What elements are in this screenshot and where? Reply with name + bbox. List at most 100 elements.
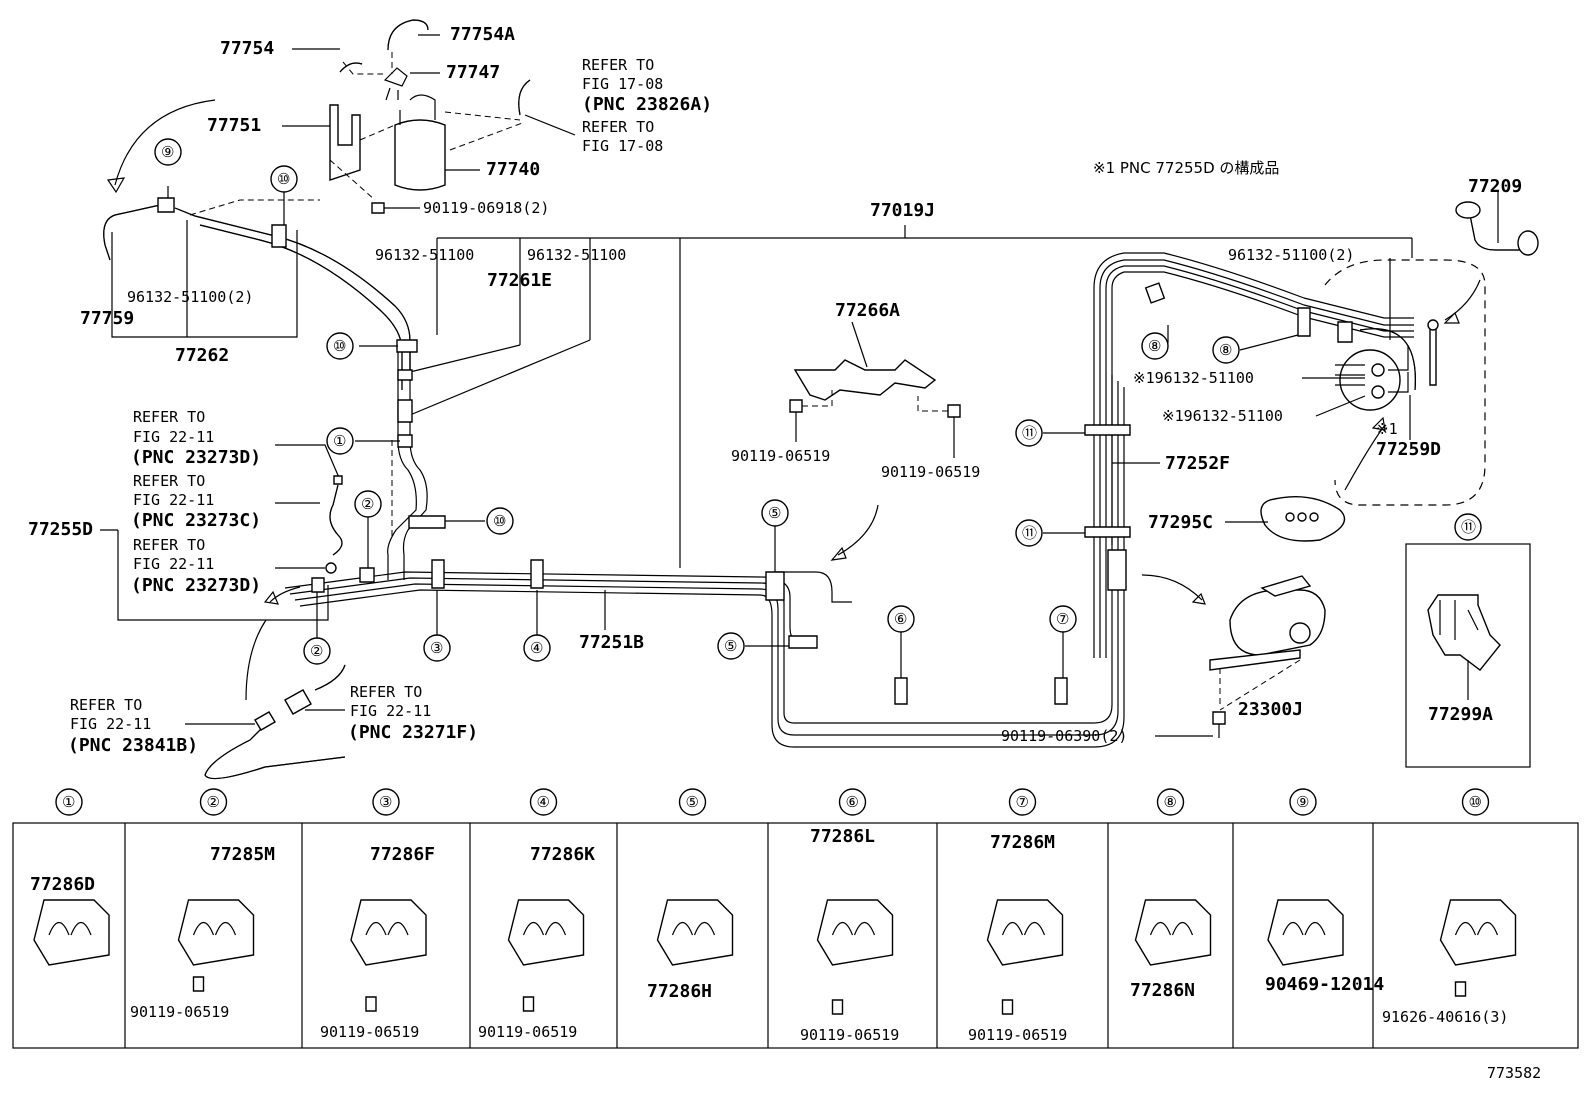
label-77295c: 77295C xyxy=(1148,512,1213,533)
label-77255d: 77255D xyxy=(28,519,93,540)
label-refer-1708-b: FIG 17-08 xyxy=(582,75,663,93)
label-pnc-23271f: (PNC 23271F) xyxy=(348,722,478,743)
vertical-pipe xyxy=(387,339,446,580)
table-part-2: 77285M xyxy=(210,844,275,865)
label-90119-06918: 90119-06918(2) xyxy=(423,199,549,217)
table-num-2: ② xyxy=(207,793,220,811)
label-refer-a1: REFER TO xyxy=(133,408,205,426)
label-refer-d2: FIG 22-11 xyxy=(70,715,151,733)
label-77740: 77740 xyxy=(486,159,540,180)
label-90119-06519-b: 90119-06519 xyxy=(881,463,980,481)
figure-id: 773582 xyxy=(1487,1064,1541,1082)
label-77252f: 77252F xyxy=(1165,453,1230,474)
label-77754: 77754 xyxy=(220,38,274,59)
table-bolt-3: 90119-06519 xyxy=(320,1023,419,1041)
label-90119-06390: 90119-06390(2) xyxy=(1001,727,1127,745)
table-part-9: 90469-12014 xyxy=(1265,974,1384,995)
table-bolt-4: 90119-06519 xyxy=(478,1023,577,1041)
callout-7: ⑦ xyxy=(1056,610,1069,628)
table-part-3: 77286F xyxy=(370,844,435,865)
label-refer-d1: REFER TO xyxy=(70,696,142,714)
lower-left-connectors xyxy=(185,586,346,780)
callout-5-b: ⑤ xyxy=(724,637,737,655)
label-77209: 77209 xyxy=(1468,176,1522,197)
label-refer-1708-d: FIG 17-08 xyxy=(582,137,663,155)
callout-2-b: ② xyxy=(310,642,323,660)
label-refer-1708-a: REFER TO xyxy=(582,56,654,74)
label-77299a: 77299A xyxy=(1428,704,1493,725)
label-77751: 77751 xyxy=(207,115,261,136)
label-77262: 77262 xyxy=(175,345,229,366)
label-77759: 77759 xyxy=(80,308,134,329)
label-refer-b2: FIG 22-11 xyxy=(133,491,214,509)
box-77299a xyxy=(1405,543,1531,768)
right-pipe-assembly xyxy=(1043,192,1539,738)
callout-10-c: ⑩ xyxy=(493,512,506,530)
table-bolt-10: 91626-40616(3) xyxy=(1382,1008,1508,1026)
table-bolt-6: 90119-06519 xyxy=(800,1026,899,1044)
label-96132-note1: ※196132-51100 xyxy=(1133,369,1254,387)
label-96132-a: 96132-51100 xyxy=(375,246,474,264)
table-num-3: ③ xyxy=(379,793,392,811)
label-pnc-23273d-a: (PNC 23273D) xyxy=(131,447,261,468)
table-num-7: ⑦ xyxy=(1016,793,1029,811)
label-77251b: 77251B xyxy=(579,632,644,653)
label-pnc-23273d-b: (PNC 23273D) xyxy=(131,575,261,596)
label-refer-c2: FIG 22-11 xyxy=(133,555,214,573)
callout-10-b: ⑩ xyxy=(333,337,346,355)
table-num-6: ⑥ xyxy=(846,793,859,811)
label-77754a: 77754A xyxy=(450,24,515,45)
label-96132-b: 96132-51100 xyxy=(527,246,626,264)
label-refer-c1: REFER TO xyxy=(133,536,205,554)
label-refer-a2: FIG 22-11 xyxy=(133,428,214,446)
callout-11-b: ⑪ xyxy=(1022,524,1037,542)
main-pipe xyxy=(284,225,1413,748)
hose-77262-group xyxy=(103,99,411,390)
label-note-mark: ※1 xyxy=(1376,420,1398,438)
label-pnc-23841b: (PNC 23841B) xyxy=(68,735,198,756)
label-96132-2b: 96132-51100(2) xyxy=(1228,246,1354,264)
bracket-77266a xyxy=(789,321,961,561)
callout-8-a: ⑧ xyxy=(1148,337,1161,355)
table-part-5: 77286H xyxy=(647,981,712,1002)
callout-3: ③ xyxy=(430,639,443,657)
callout-6: ⑥ xyxy=(894,610,907,628)
diagram-callouts: ⑨ ⑩ ⑩ ① ② ⑩ ② ③ ④ ⑤ ⑤ ⑥ ⑦ ⑧ ⑧ ⑪ ⑪ ⑪ xyxy=(154,138,1482,665)
table-num-10: ⑩ xyxy=(1469,793,1482,811)
label-96132-note2: ※196132-51100 xyxy=(1162,407,1283,425)
label-refer-b1: REFER TO xyxy=(133,472,205,490)
callout-10-a: ⑩ xyxy=(277,170,290,188)
label-refer-e1: REFER TO xyxy=(350,683,422,701)
table-part-7: 77286M xyxy=(990,832,1055,853)
table-bolt-7: 90119-06519 xyxy=(968,1026,1067,1044)
table-bolt-2: 90119-06519 xyxy=(130,1003,229,1021)
clamp-table: ① 77286D ② 77285M 90119-06519 ③ 77286F 90119-06… xyxy=(12,788,1579,1049)
table-part-6: 77286L xyxy=(810,826,875,847)
label-77261e: 77261E xyxy=(487,270,552,291)
label-pnc-23826a: (PNC 23826A) xyxy=(582,94,712,115)
label-refer-e2: FIG 22-11 xyxy=(350,702,431,720)
label-77259d: 77259D xyxy=(1376,439,1441,460)
label-77747: 77747 xyxy=(446,62,500,83)
table-num-1: ① xyxy=(62,793,75,811)
label-96132-2a: 96132-51100(2) xyxy=(127,288,253,306)
label-77266a: 77266A xyxy=(835,300,900,321)
callout-9: ⑨ xyxy=(161,143,174,161)
label-77019j: 77019J xyxy=(870,200,935,221)
note-text: ※1 PNC 77255D の構成品 xyxy=(1093,159,1279,177)
canister-group xyxy=(282,19,576,214)
callout-4: ④ xyxy=(530,639,543,657)
callout-2-a: ② xyxy=(361,495,374,513)
callout-5-a: ⑤ xyxy=(768,504,781,522)
callout-8-b: ⑧ xyxy=(1219,341,1232,359)
label-pnc-23273c: (PNC 23273C) xyxy=(131,510,261,531)
callout-1: ① xyxy=(333,432,346,450)
table-num-9: ⑨ xyxy=(1296,793,1309,811)
label-23300j: 23300J xyxy=(1238,699,1303,720)
table-num-5: ⑤ xyxy=(686,793,699,811)
table-part-1: 77286D xyxy=(30,874,95,895)
table-part-4: 77286K xyxy=(530,844,595,865)
table-num-4: ④ xyxy=(537,793,550,811)
label-refer-1708-c: REFER TO xyxy=(582,118,654,136)
